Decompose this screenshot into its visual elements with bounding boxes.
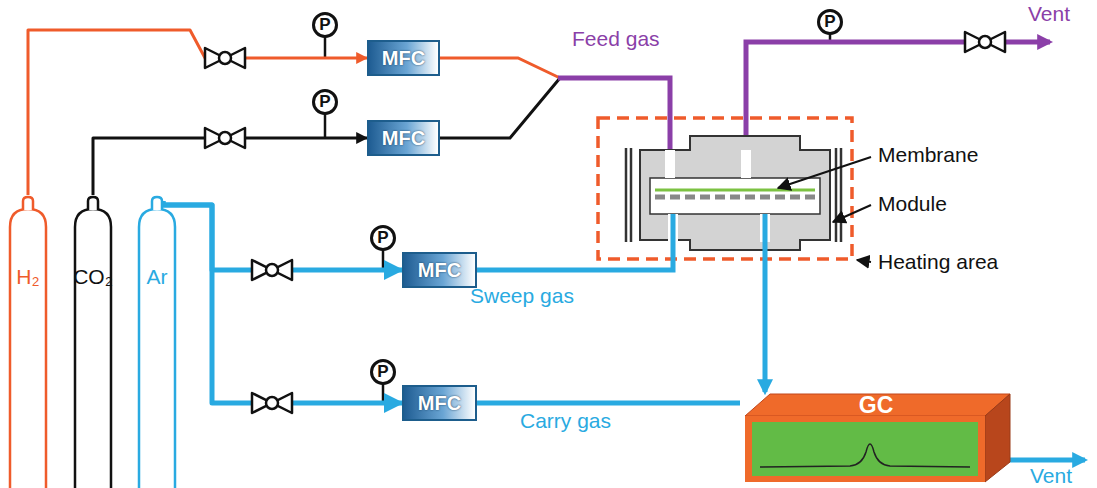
valve-symbol bbox=[205, 48, 245, 68]
gauge-letter: P bbox=[377, 228, 388, 248]
heating-area bbox=[598, 118, 852, 259]
device-label: MFC bbox=[382, 47, 425, 70]
pressure-gauge: P bbox=[370, 225, 396, 251]
gas-line bbox=[28, 30, 367, 195]
vent-pipe bbox=[1010, 458, 1085, 463]
stream-label: Carry gas bbox=[520, 409, 611, 433]
callout-label: Heating area bbox=[878, 250, 998, 274]
cylinder-outline bbox=[73, 195, 113, 488]
mass-flow-controller: MFC bbox=[402, 252, 477, 288]
mass-flow-controller: MFC bbox=[367, 120, 440, 156]
device-label: MFC bbox=[382, 127, 425, 150]
gauge-letter: P bbox=[824, 12, 835, 32]
pressure-tap bbox=[325, 34, 830, 403]
gas-line bbox=[477, 401, 740, 406]
gas-name: CO₂ bbox=[73, 265, 113, 289]
gas-cylinder: H₂ bbox=[8, 195, 48, 488]
valve-symbol bbox=[205, 128, 245, 148]
pressure-gauge: P bbox=[312, 89, 338, 115]
pressure-gauge: P bbox=[817, 9, 843, 35]
sweep-pipe bbox=[477, 214, 673, 270]
pressure-gauge: P bbox=[370, 359, 396, 385]
leader-line bbox=[778, 157, 871, 262]
gas-name: Ar bbox=[147, 265, 168, 289]
stream-label: Sweep gas bbox=[470, 284, 574, 308]
gas-chromatograph: GC bbox=[740, 392, 1012, 484]
valve-symbol bbox=[252, 393, 292, 413]
gauge-letter: P bbox=[319, 92, 330, 112]
feed-pipe bbox=[440, 78, 560, 138]
vent-label: Vent bbox=[1028, 2, 1070, 26]
gas-cylinder: Ar bbox=[137, 195, 177, 488]
valve-symbol bbox=[252, 260, 292, 280]
device-label: MFC bbox=[418, 392, 461, 415]
permeate-pipe bbox=[763, 214, 768, 392]
membrane-module bbox=[626, 136, 841, 250]
device-label: GC bbox=[859, 392, 894, 419]
mass-flow-controller: MFC bbox=[402, 385, 477, 421]
cylinder-outline bbox=[137, 195, 177, 488]
device-label: MFC bbox=[418, 259, 461, 282]
feed-pipe bbox=[440, 58, 560, 78]
gas-line bbox=[163, 201, 402, 270]
gauge-letter: P bbox=[377, 362, 388, 382]
callout-label: Membrane bbox=[878, 143, 978, 167]
callout-label: Module bbox=[878, 192, 947, 216]
gas-name: H₂ bbox=[16, 265, 39, 289]
gauge-letter: P bbox=[319, 15, 330, 35]
gas-line bbox=[163, 201, 402, 403]
vent-label: Vent bbox=[1030, 464, 1072, 488]
valve-symbol bbox=[965, 32, 1005, 52]
cylinder-outline bbox=[8, 195, 48, 488]
mass-flow-controller: MFC bbox=[367, 40, 440, 76]
stream-label: Feed gas bbox=[572, 27, 660, 51]
gas-line bbox=[93, 138, 367, 195]
pressure-gauge: P bbox=[312, 12, 338, 38]
gas-cylinder: CO₂ bbox=[73, 195, 113, 488]
